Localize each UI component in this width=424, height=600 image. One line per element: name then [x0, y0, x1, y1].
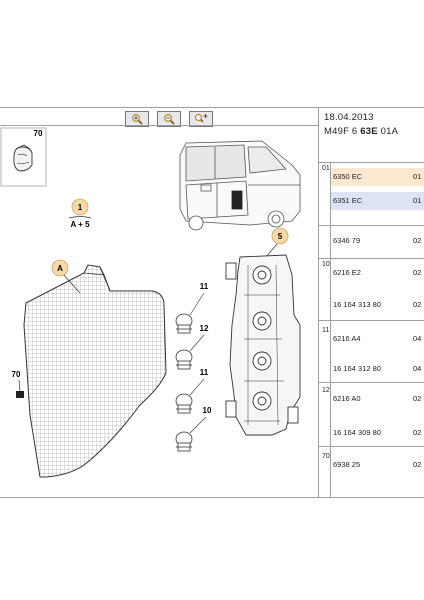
magnifier-move-icon	[194, 113, 208, 123]
callout-A-leader	[63, 274, 81, 294]
callout-11-top-leader	[189, 292, 205, 316]
column-divider	[318, 107, 319, 497]
callout-12: 12	[200, 324, 209, 333]
parts-row-highlight	[330, 192, 424, 210]
parts-group-number: 10	[322, 261, 330, 268]
parts-reference[interactable]: 6216 A4	[333, 334, 361, 343]
parts-list-separator	[318, 320, 424, 321]
parts-quantity: 04	[413, 334, 422, 343]
parts-list-inner-divider	[330, 162, 331, 497]
callout-1-sub: A + 5	[70, 220, 90, 229]
parts-reference[interactable]: 16 164 313 80	[333, 300, 381, 309]
parts-quantity: 02	[413, 300, 422, 309]
parts-quantity: 02	[413, 394, 422, 403]
callout-5-label: 5	[278, 232, 283, 241]
parts-reference[interactable]: 16 164 309 80	[333, 428, 381, 437]
parts-reference[interactable]: 6938 25	[333, 460, 361, 469]
callout-70-leader	[18, 379, 21, 392]
bulb-holder-circuit-board	[225, 254, 301, 436]
frame-bottom-line	[0, 497, 424, 498]
catalog-date: 18.04.2013	[324, 112, 374, 123]
parts-list-separator	[318, 225, 424, 226]
callout-5-leader	[265, 243, 278, 258]
parts-reference[interactable]: 16 164 312 80	[333, 364, 381, 373]
catalog-code-bold: 63E	[360, 126, 378, 137]
bulb-11-top	[175, 313, 193, 334]
parts-quantity: 02	[413, 236, 422, 245]
callout-70-top: 70	[34, 129, 43, 138]
catalog-code: M49F 6 63E 01A	[324, 126, 398, 137]
van-location-sketch	[179, 140, 301, 231]
callout-70-bottom: 70	[12, 370, 21, 379]
parts-group-number: 12	[322, 387, 330, 394]
callout-A-label: A	[57, 264, 63, 273]
callout-11-top: 11	[200, 282, 209, 291]
catalog-code-suffix: 01A	[377, 126, 399, 137]
callout-11-bottom-leader	[189, 378, 205, 396]
callout-1-group: 1 A + 5	[68, 198, 92, 229]
parts-quantity: 01	[413, 172, 422, 181]
frame-top-line	[0, 107, 424, 108]
parts-reference[interactable]: 6351 EC	[333, 196, 363, 205]
clip-part-icon	[13, 144, 33, 172]
callout-12-leader	[189, 334, 205, 352]
parts-reference[interactable]: 6350 EC	[333, 172, 363, 181]
magnifier-minus-icon	[164, 114, 175, 125]
parts-row-highlight	[330, 168, 424, 186]
bulb-stack	[175, 313, 193, 452]
zoom-out-button[interactable]	[157, 111, 181, 127]
parts-group-number: 11	[322, 327, 330, 334]
callout-10: 10	[203, 406, 212, 415]
zoom-toolbar	[125, 111, 213, 127]
callout-A-badge	[51, 259, 69, 277]
tail-lamp-lens	[23, 264, 167, 478]
clip-inset-box	[0, 127, 47, 187]
parts-list-separator	[318, 446, 424, 447]
parts-quantity: 02	[413, 460, 422, 469]
parts-quantity: 02	[413, 268, 422, 277]
parts-reference[interactable]: 6216 A0	[333, 394, 361, 403]
parts-group-number: 01	[322, 165, 330, 172]
callout-1-label: 1	[78, 203, 83, 212]
parts-quantity: 01	[413, 196, 422, 205]
catalog-code-prefix: M49F 6	[324, 126, 361, 137]
zoom-in-button[interactable]	[125, 111, 149, 127]
parts-reference[interactable]: 6216 E2	[333, 268, 361, 277]
parts-list-separator	[318, 162, 424, 163]
bulb-10	[175, 431, 193, 452]
parts-quantity: 02	[413, 428, 422, 437]
clip-part-small	[16, 391, 24, 398]
parts-list-separator	[318, 382, 424, 383]
callout-5-badge	[271, 227, 289, 245]
parts-list-separator	[318, 258, 424, 259]
callout-10-leader	[189, 416, 207, 434]
magnifier-plus-icon	[132, 114, 143, 125]
parts-group-number: 70	[322, 453, 330, 460]
toolbar-bottom-line	[0, 125, 318, 126]
bulb-12	[175, 349, 193, 370]
callout-11-bottom: 11	[200, 368, 209, 377]
parts-reference[interactable]: 6346 79	[333, 236, 361, 245]
bulb-11-bottom	[175, 393, 193, 414]
parts-quantity: 04	[413, 364, 422, 373]
zoom-fit-button[interactable]	[189, 111, 213, 127]
exploded-parts-diagram: 70 1 A + 5 A 70	[0, 127, 301, 478]
